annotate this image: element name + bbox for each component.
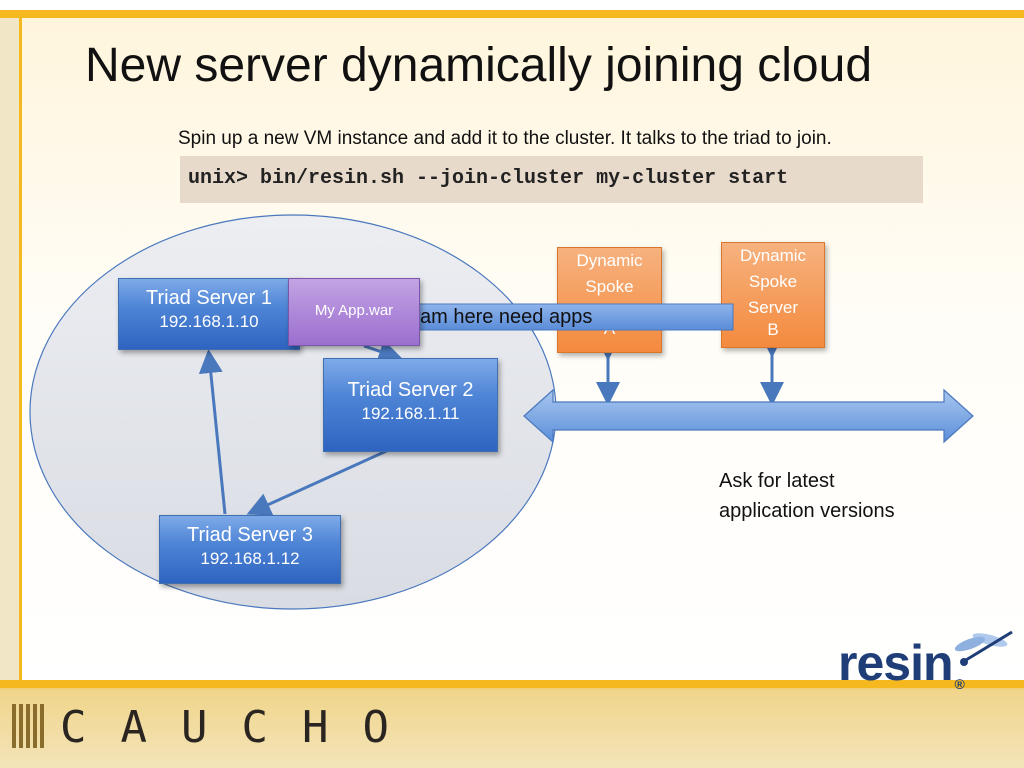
server-name: Triad Server 1 — [146, 287, 272, 309]
link-server2-to-server3 — [246, 446, 394, 516]
command-text: unix> bin/resin.sh --join-cluster my-clu… — [188, 167, 789, 190]
left-accent-bar — [0, 18, 22, 683]
message-band — [411, 303, 734, 331]
spoke-b-line: Spoke — [748, 272, 798, 291]
slide-title: New server dynamically joining cloud — [85, 39, 873, 92]
caucho-logo: CAUCHO — [60, 702, 423, 753]
link-server3-to-server1 — [198, 349, 227, 515]
command-box: unix> bin/resin.sh --join-cluster my-clu… — [180, 156, 923, 203]
message-arrow-label: am here need apps — [420, 306, 593, 328]
link-server1-to-server2 — [363, 339, 403, 363]
footer-band — [0, 680, 1024, 768]
spoke-a-line: Spoke — [585, 277, 634, 296]
server-name: Triad Server 3 — [187, 524, 313, 546]
dynamic-spoke-server-b: Dynamic Spoke Server B — [721, 242, 825, 348]
dragonfly-icon — [954, 630, 1013, 666]
registered-mark: ® — [954, 676, 965, 692]
spoke-b-line: B — [767, 320, 779, 339]
caucho-stripes-icon — [12, 704, 44, 748]
resin-logo-text: resin — [838, 635, 954, 691]
slide-subtitle: Spin up a new VM instance and add it to … — [178, 128, 832, 149]
triad-server-1: Triad Server 1 192.168.1.10 — [118, 278, 300, 350]
resin-logo: resin® — [838, 634, 965, 692]
version-note: Ask for latest application versions — [719, 466, 895, 526]
spoke-b-line: Server — [747, 298, 799, 317]
server-ip: 192.168.1.10 — [159, 312, 259, 331]
spoke-a-line: Dynamic — [576, 251, 643, 270]
top-accent-bar — [0, 0, 1024, 18]
app-war-label: My App.war — [314, 302, 394, 319]
app-war-box: My App.war — [288, 278, 420, 346]
triad-server-3: Triad Server 3 192.168.1.12 — [159, 515, 341, 584]
note-line: application versions — [719, 500, 895, 522]
spoke-b-line: Dynamic — [739, 246, 807, 265]
server-name: Triad Server 2 — [347, 379, 474, 401]
cluster-bus-arrow — [523, 388, 974, 444]
note-line: Ask for latest — [719, 470, 835, 492]
triad-server-2: Triad Server 2 192.168.1.11 — [323, 358, 498, 452]
server-ip: 192.168.1.12 — [200, 549, 300, 568]
server-ip: 192.168.1.11 — [361, 404, 460, 423]
